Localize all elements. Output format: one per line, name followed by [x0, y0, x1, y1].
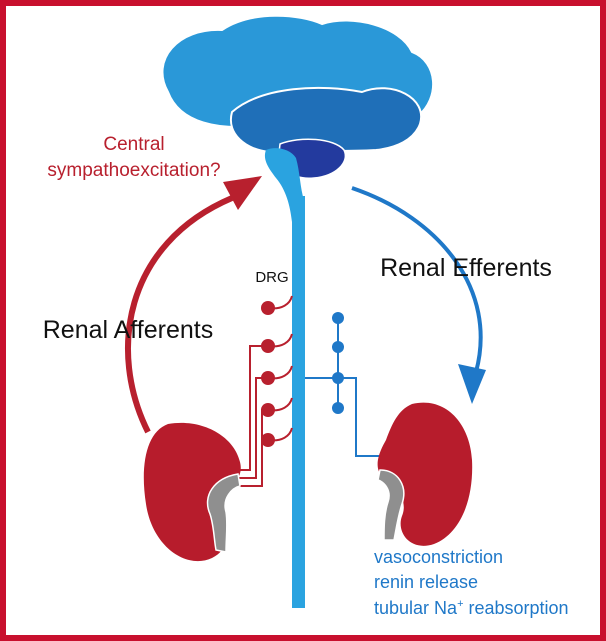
sympathetic-ganglion: [332, 402, 344, 414]
afferent-arc: [125, 195, 234, 434]
drg-ganglia: [261, 301, 275, 447]
drg-ganglion: [261, 371, 275, 385]
sympathetic-ganglion: [332, 312, 344, 324]
sympathetic-chain: [305, 312, 388, 457]
effect-tubular-reabsorption: tubular Na+ reabsorption: [374, 598, 569, 618]
renal-afferents-label: Renal Afferents: [43, 316, 213, 344]
left-ureter: [206, 473, 241, 553]
effect-vasoconstriction: vasoconstriction: [374, 547, 503, 567]
spinal-cord: [292, 196, 305, 608]
sympathetic-ganglion: [332, 341, 344, 353]
drg-ganglion: [261, 433, 275, 447]
drg-ganglion: [261, 339, 275, 353]
brain: [161, 14, 434, 222]
central-sympathoexcitation-line2: sympathoexcitation?: [47, 160, 220, 181]
right-kidney: [377, 402, 473, 546]
left-kidney: [143, 422, 241, 562]
sympathetic-ganglion: [332, 372, 344, 384]
right-ureter: [377, 469, 405, 541]
central-sympathoexcitation-line1: Central: [103, 134, 164, 155]
drg-ganglion: [261, 301, 275, 315]
drg-ganglion: [261, 403, 275, 417]
efferent-arc: [351, 186, 483, 373]
afferent-arrowhead: [223, 176, 262, 210]
drg-label: DRG: [255, 269, 288, 286]
efferent-arrowhead: [458, 364, 486, 404]
renal-efferents-label: Renal Efferents: [380, 254, 552, 282]
effect-renin-release: renin release: [374, 572, 478, 592]
